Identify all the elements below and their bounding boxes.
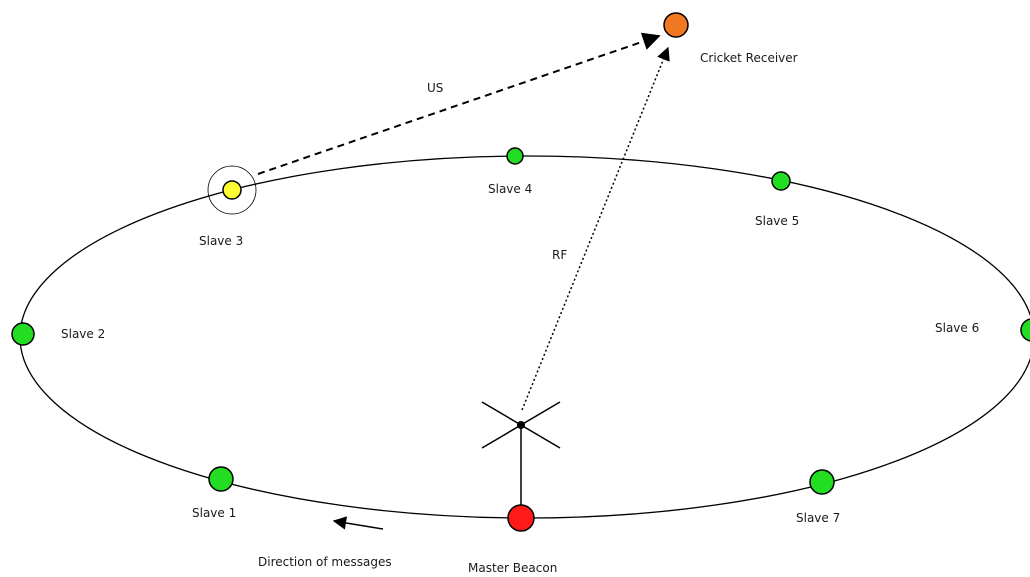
slave-7-label: Slave 7 xyxy=(796,511,840,525)
rf-link-label: RF xyxy=(552,248,567,262)
slave-3-label: Slave 3 xyxy=(199,234,243,248)
slave-6-node xyxy=(1020,318,1030,342)
slave-4-label: Slave 4 xyxy=(488,182,532,196)
direction-arrow xyxy=(332,516,384,530)
master-beacon-node xyxy=(507,504,535,532)
slave-6-label: Slave 6 xyxy=(935,321,979,335)
message-ring xyxy=(19,155,1030,519)
beacon-antenna-icon xyxy=(481,401,561,505)
cricket-receiver-label: Cricket Receiver xyxy=(700,51,798,65)
master-beacon-label: Master Beacon xyxy=(468,561,557,575)
rf-link-arrow xyxy=(521,46,670,411)
slave-3-highlight-ring xyxy=(207,165,257,215)
slave-1-node xyxy=(208,466,234,492)
slave-7-node xyxy=(809,469,835,495)
slave-1-label: Slave 1 xyxy=(192,506,236,520)
direction-label: Direction of messages xyxy=(258,555,392,569)
slave-2-node xyxy=(11,322,35,346)
us-link-label: US xyxy=(427,81,443,95)
slave-2-label: Slave 2 xyxy=(61,327,105,341)
slave-5-label: Slave 5 xyxy=(755,214,799,228)
slave-5-node xyxy=(771,171,791,191)
slave-3-node xyxy=(222,180,242,200)
cricket-receiver-node xyxy=(663,12,689,38)
slave-4-node xyxy=(506,147,524,165)
us-link-arrow xyxy=(257,32,661,175)
